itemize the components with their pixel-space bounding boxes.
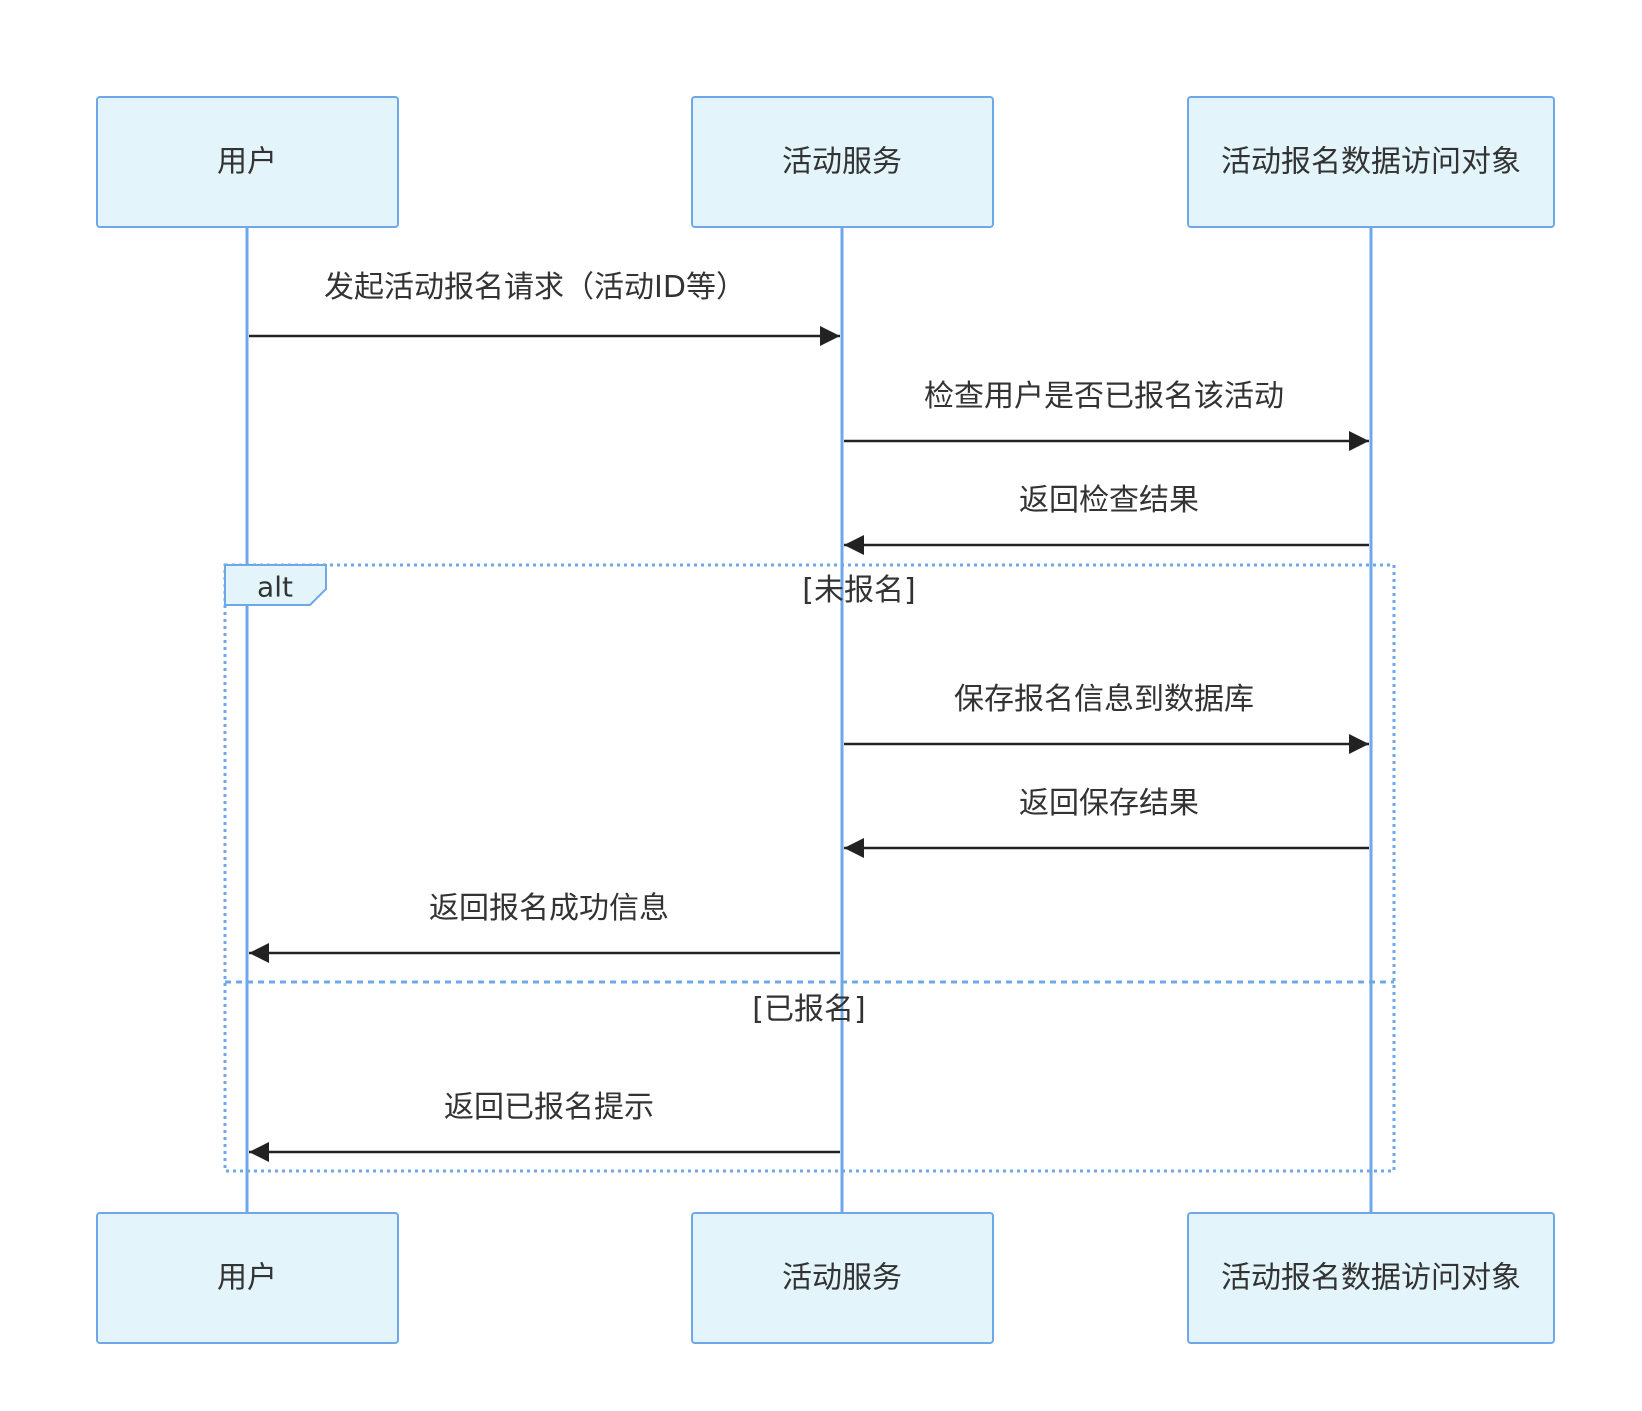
actor-user-bottom-label: 用户	[217, 1261, 277, 1296]
message-3-label: 返回检查结果	[1019, 483, 1199, 518]
actor-dao-bottom: 活动报名数据访问对象	[1187, 1212, 1555, 1344]
actor-service-top-label: 活动服务	[782, 145, 902, 180]
actor-service-bottom-label: 活动服务	[782, 1261, 902, 1296]
alt-label: alt	[257, 571, 293, 604]
actor-user-top-label: 用户	[217, 145, 277, 180]
actor-user-top: 用户	[96, 96, 399, 228]
alt-frame	[223, 563, 1396, 1173]
alt-tab	[224, 564, 327, 606]
alt-condition-1: [未报名]	[802, 573, 915, 608]
actor-user-bottom: 用户	[96, 1212, 399, 1344]
actor-dao-top: 活动报名数据访问对象	[1187, 96, 1555, 228]
alt-fragment: alt [未报名] [已报名]	[223, 563, 1396, 1173]
actor-dao-top-label: 活动报名数据访问对象	[1221, 145, 1521, 180]
message-6-label: 返回报名成功信息	[429, 891, 669, 926]
message-4-label: 保存报名信息到数据库	[954, 682, 1254, 717]
message-5-label: 返回保存结果	[1019, 786, 1199, 821]
actor-dao-bottom-label: 活动报名数据访问对象	[1221, 1261, 1521, 1296]
actor-service-top: 活动服务	[691, 96, 994, 228]
message-2-label: 检查用户是否已报名该活动	[924, 379, 1284, 414]
alt-condition-2: [已报名]	[752, 992, 865, 1027]
actor-service-bottom: 活动服务	[691, 1212, 994, 1344]
message-1-label: 发起活动报名请求（活动ID等）	[324, 270, 746, 305]
message-7-label: 返回已报名提示	[444, 1090, 654, 1125]
